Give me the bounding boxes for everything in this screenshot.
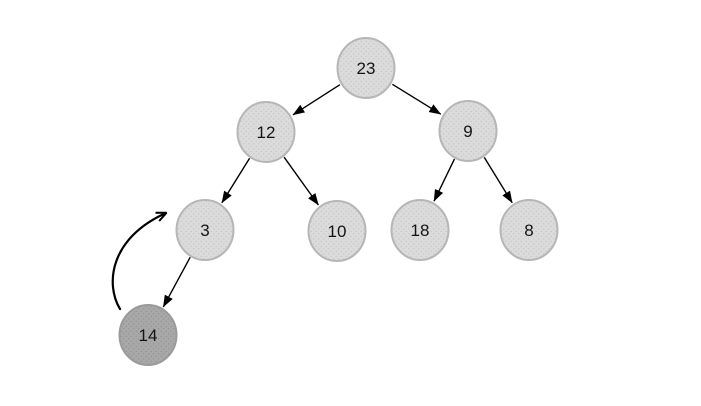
tree-edge-n12-n10 xyxy=(283,156,319,206)
tree-node-12: 12 xyxy=(236,101,296,163)
tree-edge-n9-n8 xyxy=(483,157,513,204)
tree-node-3: 3 xyxy=(175,199,235,261)
node-circle-12 xyxy=(236,101,296,163)
tree-node-9: 9 xyxy=(438,100,498,162)
tree-edge-n23-n12 xyxy=(292,84,341,116)
node-circle-9 xyxy=(438,100,498,162)
node-circle-23 xyxy=(336,37,396,99)
tree-node-14: 14 xyxy=(118,304,178,366)
node-circle-18 xyxy=(390,199,450,261)
tree-node-23: 23 xyxy=(336,37,396,99)
tree-nodes: 23 12 9 3 10 18 8 14 xyxy=(118,37,559,366)
node-circle-14 xyxy=(118,304,178,366)
node-circle-10 xyxy=(307,200,367,262)
swap-arrow-n14-n3 xyxy=(111,211,168,311)
tree-edge-n9-n18 xyxy=(433,158,456,202)
node-circle-3 xyxy=(175,199,235,261)
tree-node-10: 10 xyxy=(307,200,367,262)
tree-node-8: 8 xyxy=(499,199,559,261)
tree-node-18: 18 xyxy=(390,199,450,261)
node-circle-8 xyxy=(499,199,559,261)
tree-edge-n3-n14 xyxy=(162,256,191,308)
tree-edges xyxy=(162,83,513,308)
tree-edge-n12-n3 xyxy=(221,157,251,204)
tree-edge-n23-n9 xyxy=(392,83,442,115)
